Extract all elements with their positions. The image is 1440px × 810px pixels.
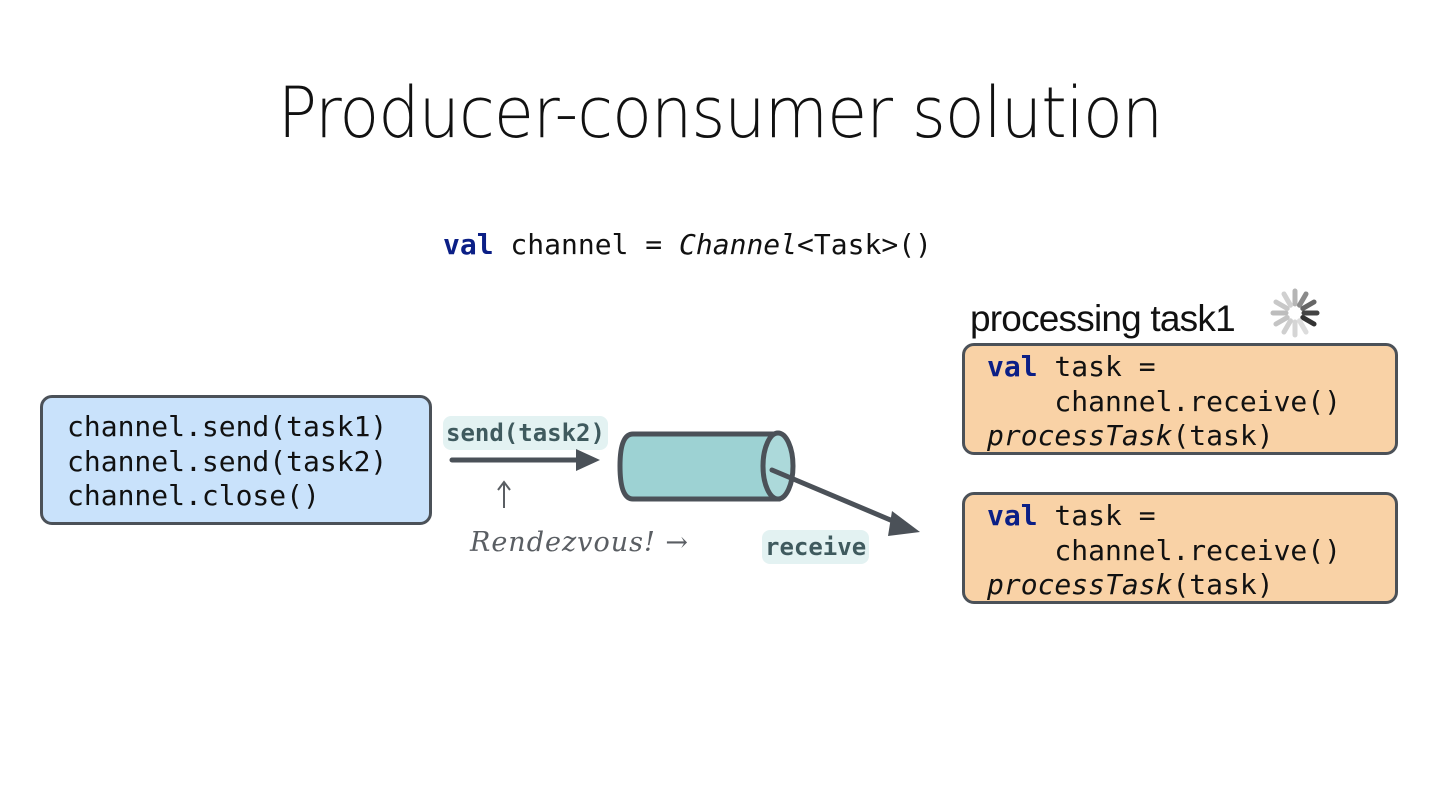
consumer-assignment: task = xyxy=(1037,499,1156,532)
receive-label: receive xyxy=(762,530,870,564)
declaration-variable: channel = xyxy=(493,228,680,261)
processing-status: processing task1 xyxy=(970,298,1236,339)
loading-spinner-icon xyxy=(1270,288,1320,338)
producer-line: channel.send(task1) xyxy=(67,410,388,443)
consumer-code-box: val task = channel.receive() processTask… xyxy=(962,343,1398,455)
function-args: (task) xyxy=(1172,568,1274,601)
producer-code-box: channel.send(task1) channel.send(task2) … xyxy=(40,395,432,525)
consumer-line: val task = xyxy=(987,499,1395,534)
function-args: (task) xyxy=(1172,419,1274,452)
consumer-line: val task = xyxy=(987,350,1395,385)
consumer-assignment: task = xyxy=(1037,350,1156,383)
receive-arrow-icon xyxy=(769,467,920,536)
consumer-line: processTask(task) xyxy=(987,419,1395,454)
producer-line: channel.close() xyxy=(67,479,320,512)
keyword-val: val xyxy=(987,350,1038,383)
channel-pipe-icon xyxy=(617,430,796,502)
declaration-type: Channel xyxy=(679,228,798,261)
send-label: send(task2) xyxy=(443,416,608,450)
rendezvous-label: Rendezvous! → xyxy=(470,527,689,558)
declaration-type-args: <Task>() xyxy=(797,228,932,261)
consumer-line: channel.receive() xyxy=(987,384,1342,418)
channel-declaration: val channel = Channel<Task>() xyxy=(443,228,932,261)
keyword-val: val xyxy=(443,228,494,261)
send-arrow-icon xyxy=(449,449,600,471)
function-name: processTask xyxy=(987,568,1173,601)
keyword-val: val xyxy=(987,499,1038,532)
producer-line: channel.send(task2) xyxy=(67,444,388,478)
rendezvous-pointer-icon xyxy=(497,480,511,508)
consumer-line: processTask(task) xyxy=(987,568,1395,603)
consumer-line: channel.receive() xyxy=(987,533,1342,567)
function-name: processTask xyxy=(987,419,1173,452)
slide-title: Producer-consumer solution xyxy=(277,72,1163,154)
consumer-code-box: val task = channel.receive() processTask… xyxy=(962,492,1398,604)
